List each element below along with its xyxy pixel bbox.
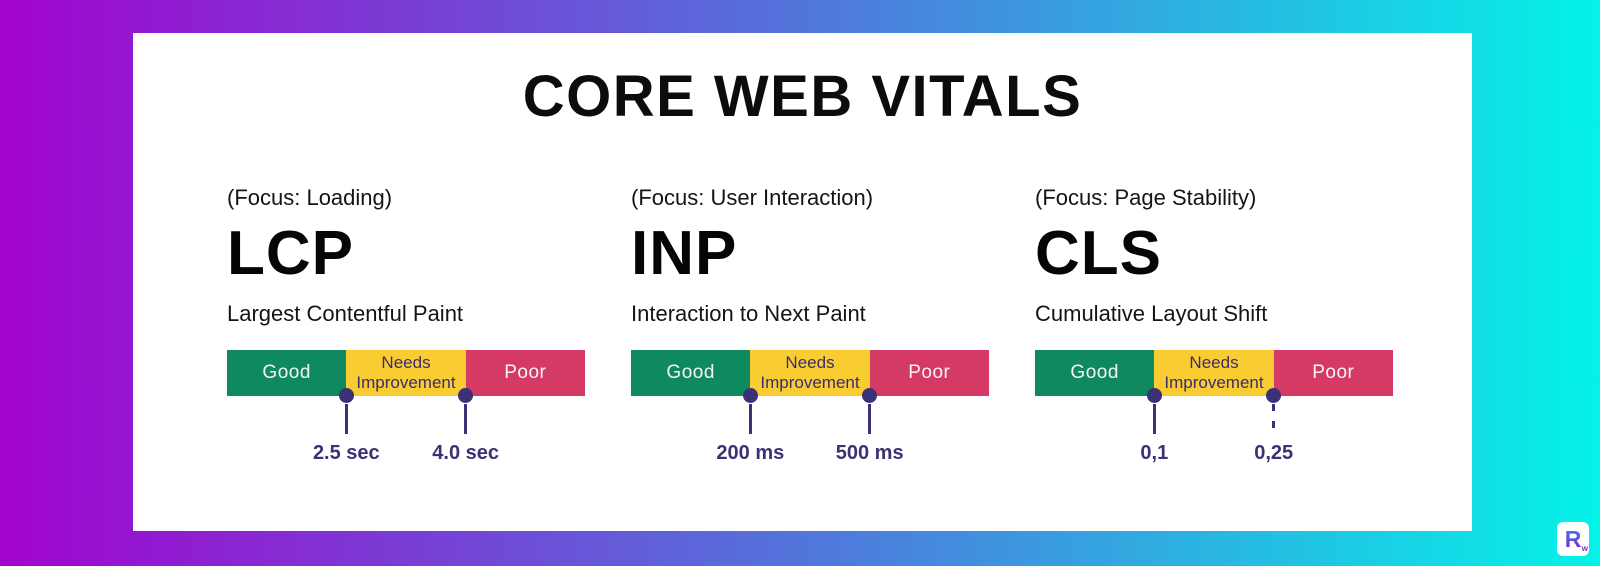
threshold-marker-1: 0,1 [1094, 388, 1214, 465]
metric-abbr: CLS [1035, 219, 1162, 288]
segment-label-needs-line1: Needs [785, 353, 835, 372]
threshold-value: 0,25 [1254, 442, 1294, 464]
segment-label-poor: Poor [1312, 362, 1355, 383]
metric-abbr: LCP [227, 219, 354, 288]
metric-focus-label: (Focus: Loading) [227, 185, 393, 210]
segment-label-good: Good [1070, 362, 1119, 383]
segment-label-good: Good [262, 362, 311, 383]
scale-segment-poor: Poor [465, 350, 585, 396]
threshold-marker-2: 0,25 [1214, 388, 1334, 465]
threshold-bar: Good Needs Improvement Poor [227, 350, 585, 396]
marker-dot-icon [1146, 388, 1162, 403]
segment-label-poor: Poor [908, 362, 951, 383]
brand-logo: R w [1557, 522, 1589, 556]
threshold-marker-2: 4.0 sec [406, 388, 526, 465]
marker-dot-icon [458, 388, 474, 403]
threshold-value: 0,1 [1140, 442, 1169, 464]
metric-scale-cls: Good Needs Improvement Poor 0,1 [1035, 350, 1393, 464]
metric-cls: (Focus: Page Stability) CLS Cumulative L… [1035, 185, 1393, 464]
threshold-marker-2: 500 ms [810, 388, 930, 465]
marker-line-dashed [1272, 404, 1276, 434]
segment-label-poor: Poor [504, 362, 547, 383]
threshold-marker-1: 2.5 sec [286, 388, 406, 465]
threshold-value: 200 ms [716, 442, 785, 464]
segment-label-needs-line2: Improvement [356, 373, 456, 392]
segment-label-needs-line2: Improvement [1164, 373, 1264, 392]
metric-full-name: Interaction to Next Paint [631, 301, 866, 326]
metric-focus-label: (Focus: Page Stability) [1035, 185, 1257, 210]
marker-dot-icon [338, 388, 354, 403]
segment-label-needs-line1: Needs [381, 353, 431, 372]
marker-dot-icon [862, 388, 878, 403]
scale-segment-needs-improvement: Needs Improvement [1154, 350, 1274, 396]
scale-segment-good: Good [227, 350, 347, 396]
threshold-value: 500 ms [835, 442, 904, 464]
metrics-row: (Focus: Loading) LCP Largest Contentful … [227, 185, 1393, 464]
infographic-card: CORE WEB VITALS (Focus: Loading) LCP Lar… [133, 33, 1472, 531]
marker-line [868, 404, 872, 434]
scale-segment-good: Good [1035, 350, 1155, 396]
segment-label-good: Good [666, 362, 715, 383]
segment-label-needs-line2: Improvement [760, 373, 860, 392]
scale-segment-good: Good [631, 350, 751, 396]
threshold-marker-1: 200 ms [690, 388, 810, 465]
scale-segment-needs-improvement: Needs Improvement [750, 350, 870, 396]
marker-dot-icon [742, 388, 758, 403]
metric-full-name: Largest Contentful Paint [227, 301, 464, 326]
threshold-bar: Good Needs Improvement Poor [631, 350, 989, 396]
marker-line [1152, 404, 1156, 434]
marker-line [464, 404, 468, 434]
metric-focus-label: (Focus: User Interaction) [631, 185, 874, 210]
marker-line [748, 404, 752, 434]
threshold-value: 4.0 sec [432, 442, 500, 464]
metric-full-name: Cumulative Layout Shift [1035, 301, 1268, 326]
threshold-bar: Good Needs Improvement Poor [1035, 350, 1393, 396]
segment-label-needs-line1: Needs [1189, 353, 1239, 372]
metric-lcp: (Focus: Loading) LCP Largest Contentful … [227, 185, 585, 464]
scale-segment-poor: Poor [869, 350, 989, 396]
metric-abbr: INP [631, 219, 738, 288]
page-title: CORE WEB VITALS [522, 64, 1083, 129]
threshold-value: 2.5 sec [312, 442, 380, 464]
metric-scale-inp: Good Needs Improvement Poor 200 ms [631, 350, 989, 464]
marker-dot-icon [1266, 388, 1282, 403]
scale-segment-needs-improvement: Needs Improvement [346, 350, 466, 396]
marker-line [344, 404, 348, 434]
scale-segment-poor: Poor [1273, 350, 1393, 396]
metric-inp: (Focus: User Interaction) INP Interactio… [631, 185, 989, 464]
logo-r-letter: R [1564, 525, 1582, 552]
metric-scale-lcp: Good Needs Improvement Poor 2.5 sec [227, 350, 585, 464]
logo-w-mark: w [1581, 544, 1588, 553]
